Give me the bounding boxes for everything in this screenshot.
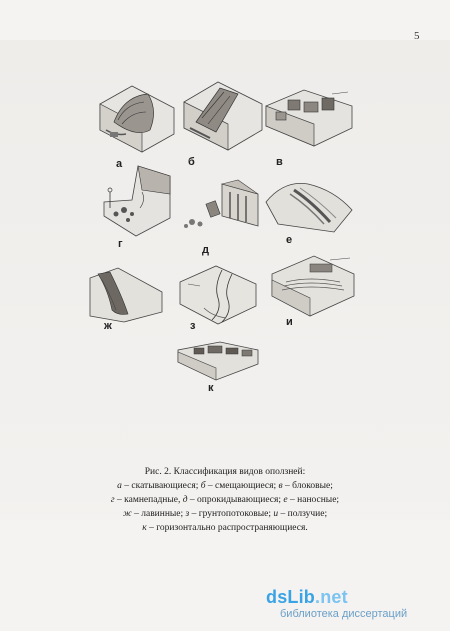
caption-letter-a: а [117,481,122,491]
caption-text-v: блоковые; [292,481,333,491]
figure-v-illustration [264,88,354,148]
caption-text-k: горизонтально распространяющиеся. [156,523,308,533]
figure-zh-label: ж [104,320,112,332]
caption-letter-zh: ж [122,509,132,519]
figure-k-illustration [176,340,260,382]
dslib-subtitle: библиотека диссертаций [280,608,408,620]
caption-line-2: г – камнепадные, д – опрокидывающиеся; е… [110,495,340,505]
figure-i-label: и [286,316,293,328]
caption-line-4: к – горизонтально распространяющиеся. [142,523,308,533]
caption-letter-b: б [200,481,206,491]
dslib-logo: dsLib.net [266,587,348,608]
caption-line-3: ж – лавинные; з – грунтопотоковые; и – п… [122,509,328,519]
caption-letter-k: к [142,523,147,533]
figure-e-illustration [264,176,354,234]
caption-line-1: а – скатывающиеся; б – смещающиеся; в – … [117,481,333,491]
caption-title: Рис. 2. Классификация видов оползней: [144,467,306,477]
caption-text-e: наносные; [297,495,340,505]
figure-b-illustration [180,78,264,152]
page-number: 5 [414,30,420,42]
caption-text-g: камнепадные, [124,495,181,505]
dslib-logo-ext: .net [315,587,348,607]
figure-z-illustration [178,264,258,326]
figure-z-label: з [190,320,196,332]
figure-d-label: д [202,244,209,256]
figure-i-illustration [270,254,356,320]
caption-text-d: опрокидывающиеся; [197,495,282,505]
dslib-watermark[interactable]: dsLib.net библиотека диссертаций [266,587,446,627]
figure-zh-illustration [88,266,164,324]
caption-text-zh: лавинные; [141,509,184,519]
caption-letter-d: д [182,495,188,505]
caption-letter-v: в [278,481,283,491]
figure-v-label: в [276,156,283,168]
caption-letter-g: г [110,495,115,505]
figure-g-illustration [102,164,172,238]
figure-b-label: б [188,156,195,168]
figure-a-label: а [116,158,123,170]
figure-a-illustration [96,82,176,154]
figure-caption: Рис. 2. Классификация видов оползней: а … [0,465,450,535]
dslib-logo-brand: dsLib [266,587,315,607]
caption-letter-e: е [283,495,288,505]
figure-k-label: к [208,382,214,394]
caption-letter-i: и [273,509,279,519]
figure-g-label: г [118,238,123,250]
caption-text-a: скатывающиеся; [131,481,199,491]
caption-text-b: смещающиеся; [215,481,277,491]
caption-text-z: грунтопотоковые; [198,509,271,519]
figure-e-label: е [286,234,293,246]
caption-letter-z: з [185,509,190,519]
caption-text-i: ползучие; [287,509,328,519]
figure-d-illustration [178,178,262,234]
